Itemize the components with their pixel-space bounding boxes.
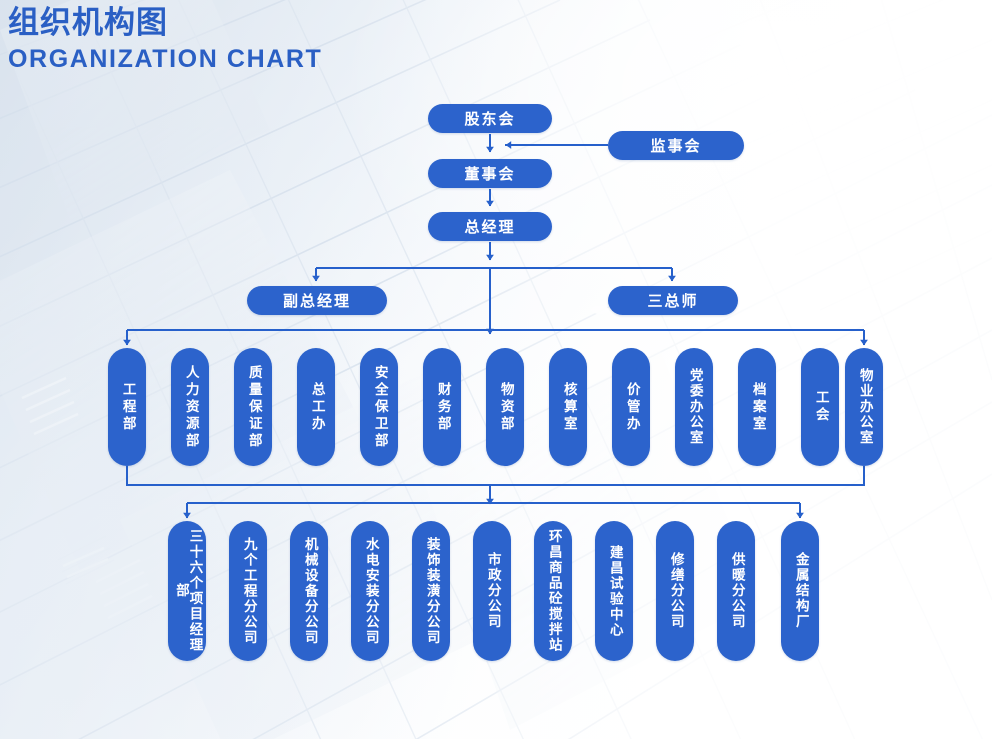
node-label: 档案室 bbox=[749, 381, 766, 433]
node-label: 工会 bbox=[812, 390, 829, 424]
node-unit-renovation-branch[interactable]: 修缮分公司 bbox=[656, 521, 694, 661]
node-label: 金属结构厂 bbox=[792, 552, 809, 630]
node-label: 财务部 bbox=[434, 381, 451, 433]
node-label: 水电安装分公司 bbox=[362, 536, 379, 646]
node-label: 市政分公司 bbox=[484, 552, 501, 630]
node-label: 股东会 bbox=[464, 110, 516, 128]
node-unit-municipal-branch[interactable]: 市政分公司 bbox=[473, 521, 511, 661]
node-label: 总工办 bbox=[308, 381, 325, 433]
node-label: 机械设备分公司 bbox=[301, 536, 318, 646]
node-general-manager[interactable]: 总经理 bbox=[428, 212, 552, 241]
node-unit-engineering-branches[interactable]: 九个工程分公司 bbox=[229, 521, 267, 661]
node-label: 安全保卫部 bbox=[371, 364, 388, 450]
node-label: 质量保证部 bbox=[245, 364, 262, 450]
node-dept-finance[interactable]: 财务部 bbox=[423, 348, 461, 466]
node-unit-decoration-branch[interactable]: 装饰装潢分公司 bbox=[412, 521, 450, 661]
node-label: 装饰装潢分公司 bbox=[423, 536, 440, 646]
node-dept-human-resources[interactable]: 人力资源部 bbox=[171, 348, 209, 466]
node-label: 价管办 bbox=[623, 381, 640, 433]
node-label: 物资部 bbox=[497, 381, 514, 433]
node-supervisory-board[interactable]: 监事会 bbox=[608, 131, 744, 160]
node-unit-concrete-mixing-station[interactable]: 环昌商品砼搅拌站 bbox=[534, 521, 572, 661]
node-label: 监事会 bbox=[650, 137, 702, 155]
node-dept-engineering[interactable]: 工程部 bbox=[108, 348, 146, 466]
node-chief-engineers[interactable]: 三总师 bbox=[608, 286, 738, 315]
node-label: 供暖分公司 bbox=[728, 552, 745, 630]
node-label: 工程部 bbox=[119, 381, 136, 433]
node-dept-security[interactable]: 安全保卫部 bbox=[360, 348, 398, 466]
node-deputy-general-manager[interactable]: 副总经理 bbox=[247, 286, 387, 315]
node-label: 总经理 bbox=[464, 218, 516, 236]
node-dept-accounting[interactable]: 核算室 bbox=[549, 348, 587, 466]
node-unit-metal-structure-factory[interactable]: 金属结构厂 bbox=[781, 521, 819, 661]
page-title: 组织机构图 ORGANIZATION CHART bbox=[8, 4, 322, 75]
node-unit-machinery-equipment-branch[interactable]: 机械设备分公司 bbox=[290, 521, 328, 661]
node-label: 三十六个项目经理部 bbox=[173, 529, 203, 653]
node-label: 副总经理 bbox=[282, 292, 351, 310]
node-board-of-directors[interactable]: 董事会 bbox=[428, 159, 552, 188]
node-shareholders[interactable]: 股东会 bbox=[428, 104, 552, 133]
node-dept-materials[interactable]: 物资部 bbox=[486, 348, 524, 466]
node-label: 建昌试验中心 bbox=[606, 544, 623, 638]
node-label: 物业办公室 bbox=[856, 368, 873, 446]
node-dept-party-committee-office[interactable]: 党委办公室 bbox=[675, 348, 713, 466]
node-dept-labor-union[interactable]: 工会 bbox=[801, 348, 839, 466]
node-unit-heating-branch[interactable]: 供暖分公司 bbox=[717, 521, 755, 661]
node-dept-chief-engineer-office[interactable]: 总工办 bbox=[297, 348, 335, 466]
node-label: 三总师 bbox=[647, 292, 699, 310]
node-label: 环昌商品砼搅拌站 bbox=[545, 529, 562, 653]
node-label: 人力资源部 bbox=[182, 364, 199, 450]
node-dept-archives[interactable]: 档案室 bbox=[738, 348, 776, 466]
page-title-en: ORGANIZATION CHART bbox=[8, 44, 323, 73]
page-title-cn: 组织机构图 bbox=[8, 5, 168, 41]
node-label: 修缮分公司 bbox=[667, 552, 684, 630]
node-label: 董事会 bbox=[464, 165, 516, 183]
node-dept-quality-assurance[interactable]: 质量保证部 bbox=[234, 348, 272, 466]
node-dept-property-management-office[interactable]: 物业办公室 bbox=[845, 348, 883, 466]
node-label: 党委办公室 bbox=[686, 368, 703, 446]
node-label: 核算室 bbox=[560, 381, 577, 433]
node-unit-project-management-departments[interactable]: 三十六个项目经理部 bbox=[168, 521, 206, 661]
node-unit-plumbing-electrical-branch[interactable]: 水电安装分公司 bbox=[351, 521, 389, 661]
node-dept-price-management[interactable]: 价管办 bbox=[612, 348, 650, 466]
node-label: 九个工程分公司 bbox=[240, 536, 257, 646]
node-unit-testing-center[interactable]: 建昌试验中心 bbox=[595, 521, 633, 661]
